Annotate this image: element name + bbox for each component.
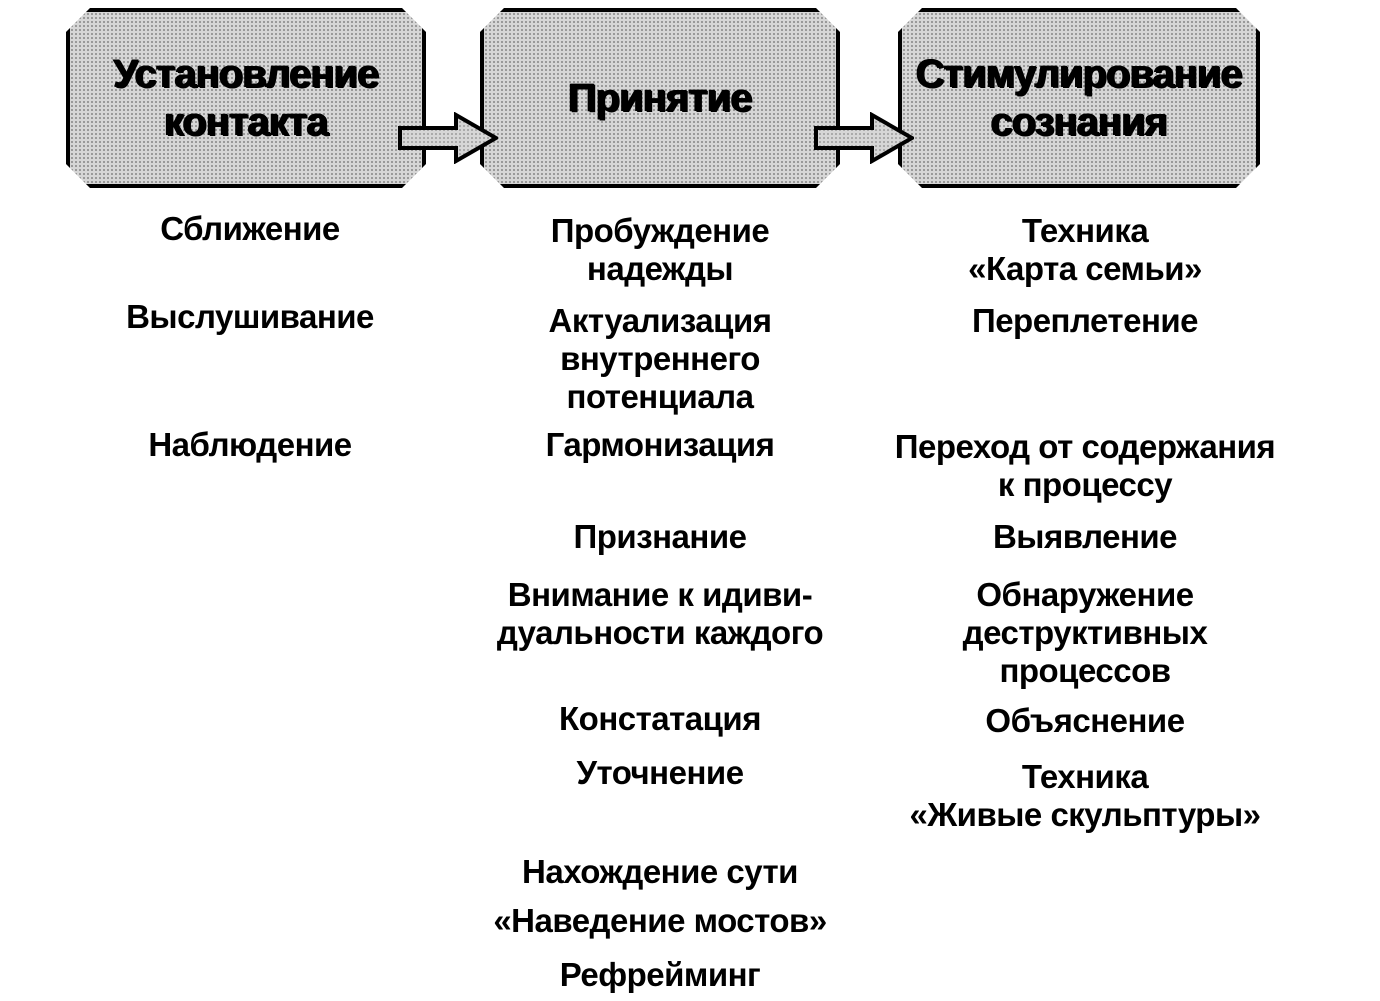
list-item: Пробуждение надежды bbox=[550, 212, 770, 287]
arrow-right-icon bbox=[814, 112, 914, 164]
list-item: Сближение bbox=[160, 210, 340, 247]
stage-title-acceptance: Принятие bbox=[568, 76, 752, 120]
list-item: Переход от содержания к процессу bbox=[894, 428, 1276, 503]
list-item: Констатация bbox=[559, 700, 761, 737]
list-item: Обнаружение деструктивных процессов bbox=[962, 576, 1208, 689]
list-item: Актуализация внутреннего потенциала bbox=[548, 302, 772, 415]
stage-box-acceptance: Принятие bbox=[480, 8, 840, 188]
stage-title-contact: Установление контакта bbox=[113, 52, 379, 144]
list-item: Уточнение bbox=[576, 754, 744, 791]
list-item: Выслушивание bbox=[126, 298, 374, 335]
list-item: Рефрейминг bbox=[559, 956, 761, 993]
list-item: Нахождение сути bbox=[522, 853, 798, 890]
stage-title-awareness: Стимулирование сознания bbox=[915, 52, 1243, 144]
list-item: «Наведение мостов» bbox=[493, 902, 827, 939]
stage-box-contact: Установление контакта bbox=[66, 8, 426, 188]
list-item: Техника «Живые скульптуры» bbox=[909, 758, 1261, 833]
stage-box-awareness: Стимулирование сознания bbox=[898, 8, 1260, 188]
arrow-right-icon bbox=[398, 112, 498, 164]
list-item: Внимание к идиви- дуальности каждого bbox=[496, 576, 824, 651]
list-item: Переплетение bbox=[971, 302, 1199, 339]
list-item: Техника «Карта семьи» bbox=[968, 212, 1202, 287]
list-item: Объяснение bbox=[985, 702, 1185, 739]
list-item: Наблюдение bbox=[148, 426, 352, 463]
list-item: Выявление bbox=[992, 518, 1178, 555]
list-item: Гармонизация bbox=[545, 426, 775, 463]
list-item: Признание bbox=[573, 518, 747, 555]
